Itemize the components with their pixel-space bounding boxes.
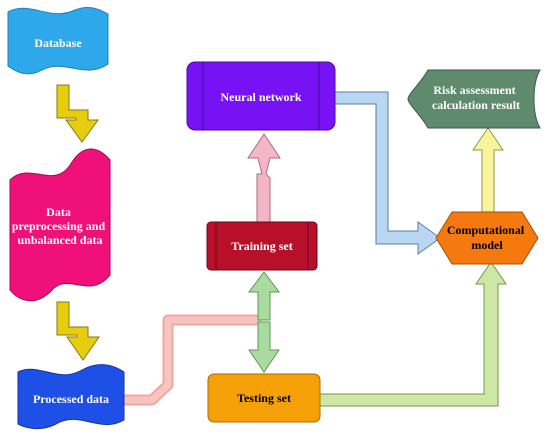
- model-label: Computational model: [447, 223, 527, 252]
- node-neural-network: Neural network: [186, 61, 336, 131]
- testing-label: Testing set: [237, 391, 291, 405]
- model-shape: [435, 211, 539, 265]
- database-label: Database: [34, 36, 82, 50]
- node-computational-model: Computational model: [435, 211, 539, 265]
- preprocessing-label: Data preprocessing and unbalanced data: [12, 205, 108, 247]
- neural-label: Neural network: [221, 90, 302, 104]
- neural-shape: [186, 61, 336, 131]
- risk-shape: [407, 69, 541, 129]
- training-shape: [206, 221, 318, 271]
- arrow-processed-to-split-outline: [123, 316, 262, 404]
- node-processed-data: Processed data: [17, 364, 125, 430]
- testing-shape: [207, 373, 321, 423]
- arrow-training-to-neural: [247, 133, 281, 223]
- processed-shape: [17, 364, 125, 430]
- node-testing-set: Testing set: [207, 373, 321, 423]
- arrow-split-to-training: [248, 271, 280, 321]
- processed-label: Processed data: [33, 392, 109, 406]
- node-risk-result: Risk assessment calculation result: [407, 69, 541, 129]
- arrow-database-to-preprocessing: [56, 84, 99, 143]
- arrow-preprocessing-to-processed: [56, 301, 100, 361]
- training-label: Training set: [231, 239, 292, 253]
- arrow-model-to-result: [472, 127, 504, 213]
- database-shape: [7, 7, 109, 75]
- node-preprocessing: Data preprocessing and unbalanced data: [9, 148, 111, 302]
- node-database: Database: [7, 7, 109, 75]
- arrow-neural-to-model: [333, 91, 441, 255]
- preprocessing-shape: [9, 148, 111, 302]
- risk-label: Risk assessment calculation result: [432, 83, 520, 112]
- arrow-testing-to-model: [319, 261, 507, 407]
- node-training-set: Training set: [206, 221, 318, 271]
- arrow-split-to-testing: [248, 321, 280, 373]
- arrow-processed-to-split: [123, 314, 262, 406]
